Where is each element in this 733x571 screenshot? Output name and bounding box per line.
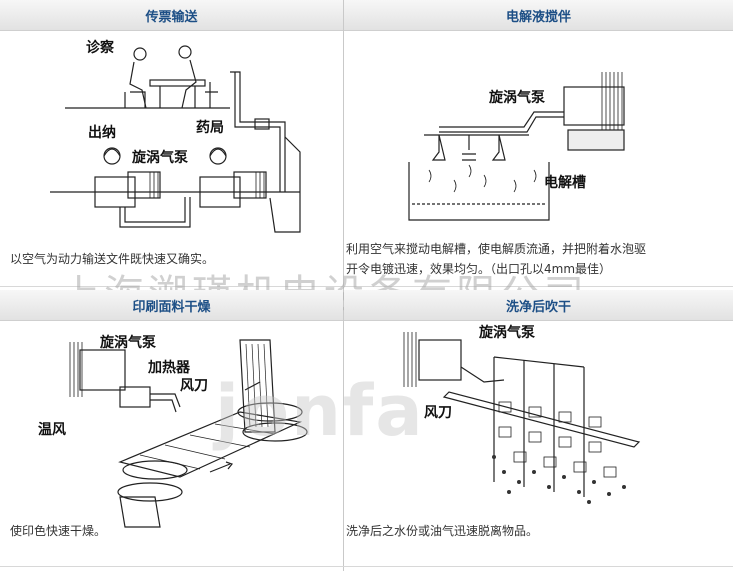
label-consultation: 诊察 xyxy=(86,39,115,56)
document-conveying-diagram: 诊察 出纳 药局 旋涡气泵 xyxy=(50,39,301,233)
panel-print-drying: 印刷面料干燥 xyxy=(0,290,343,571)
label-air-knife: 风刀 xyxy=(424,405,452,421)
label-vortex-pump: 旋涡气泵 xyxy=(99,334,156,351)
label-pharmacy: 药局 xyxy=(196,119,224,136)
label-electrolytic-tank: 电解槽 xyxy=(544,174,586,191)
panel-caption-line-2: 开令电镀迅速，效果均匀。（出口孔以4mm最佳） xyxy=(346,262,612,276)
electrolyte-stirring-diagram: 旋涡气泵 电解槽 xyxy=(408,72,625,221)
label-warm-air: 温风 xyxy=(38,422,66,438)
row-separator xyxy=(0,286,733,287)
print-drying-diagram: 旋涡气泵 加热器 风刀 温风 xyxy=(38,334,308,528)
panel-caption: 洗净后之水份或油气迅速脱离物品。 xyxy=(346,524,539,538)
bottom-separator xyxy=(0,566,733,567)
wash-drying-diagram: 旋涡气泵 风刀 xyxy=(403,324,641,504)
logo-watermark: jonfa xyxy=(215,370,425,452)
vertical-divider xyxy=(343,0,344,571)
panel-wash-drying: 洗净后吹干 xyxy=(344,290,733,571)
label-cashier: 出纳 xyxy=(88,124,116,141)
label-vortex-pump: 旋涡气泵 xyxy=(131,149,188,166)
panel-title: 洗净后吹干 xyxy=(344,290,733,321)
panel-title: 电解液搅伴 xyxy=(344,0,733,31)
panel-title: 传票输送 xyxy=(0,0,343,31)
panel-caption: 使印色快速干燥。 xyxy=(10,524,107,538)
label-vortex-pump: 旋涡气泵 xyxy=(478,324,535,341)
panel-title: 印刷面料干燥 xyxy=(0,290,343,321)
label-vortex-pump: 旋涡气泵 xyxy=(488,89,545,106)
panel-caption: 以空气为动力输送文件既快速又确实。 xyxy=(10,252,215,266)
label-air-knife: 风刀 xyxy=(180,378,208,394)
panel-electrolyte-stirring: 电解液搅伴 xyxy=(344,0,733,285)
panel-caption-line-1: 利用空气来搅动电解槽，使电解质流通，并把附着水泡驱 xyxy=(346,242,647,256)
panel-document-conveying: 传票输送 xyxy=(0,0,343,285)
label-heater: 加热器 xyxy=(147,359,191,376)
